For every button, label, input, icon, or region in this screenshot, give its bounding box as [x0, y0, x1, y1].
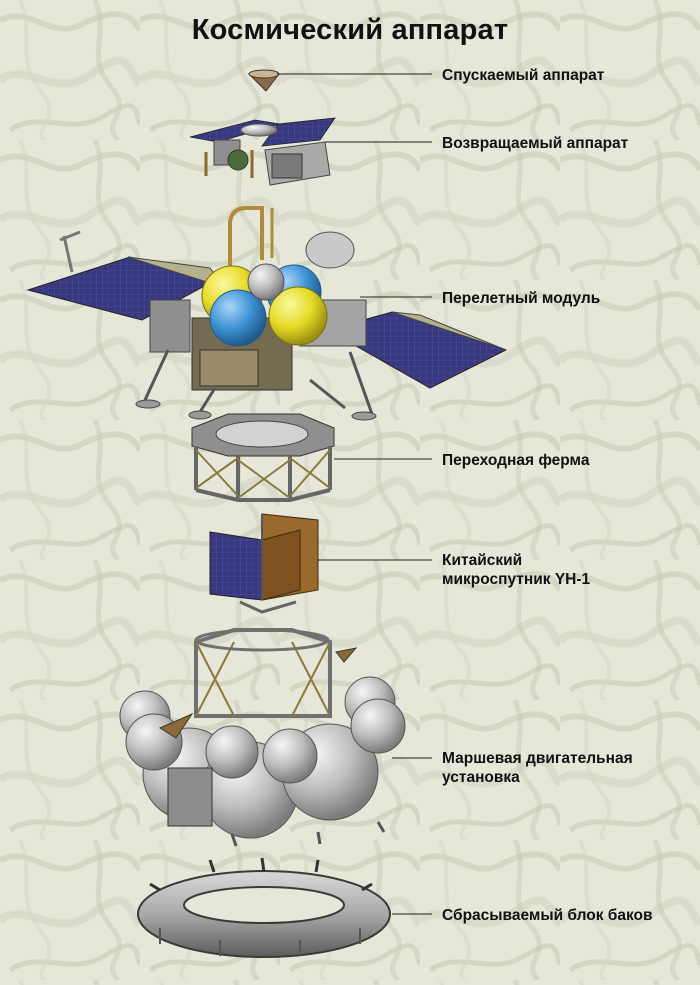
label-micro-satellite-line-1: Китайский [442, 552, 523, 569]
label-return-vehicle: Возвращаемый аппарат [442, 135, 629, 152]
label-propulsion-line-2: установка [442, 769, 520, 786]
diagram-title: Космический аппарат [191, 14, 509, 46]
adapter-truss [191, 413, 335, 502]
descent-capsule [247, 69, 281, 92]
label-tank-block: Сбрасываемый блок баков [442, 907, 653, 924]
leader-lines [277, 73, 432, 915]
propulsion-unit [119, 628, 406, 847]
micro-satellite [209, 513, 319, 614]
tank-block [137, 857, 391, 958]
label-propulsion-line-1: Маршевая двигательная [442, 750, 633, 767]
label-transfer-module: Перелетный модуль [442, 290, 601, 307]
return-vehicle [189, 117, 336, 186]
transfer-module [26, 206, 508, 421]
label-adapter-truss: Переходная ферма [442, 452, 590, 469]
label-propulsion-unit: Маршевая двигательная установка [442, 749, 633, 787]
label-micro-satellite-line-2: микроспутник YH-1 [442, 571, 591, 588]
label-micro-satellite: Китайский микроспутник YH-1 [442, 551, 590, 589]
label-descent-module: Спускаемый аппарат [442, 67, 605, 84]
